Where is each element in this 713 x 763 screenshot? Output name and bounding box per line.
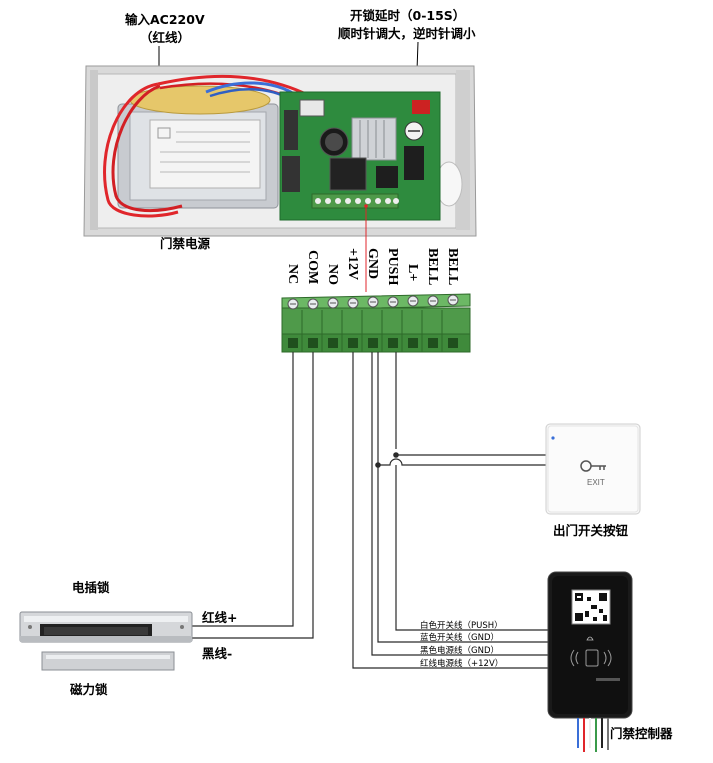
terminal-label-gnd: GND	[365, 248, 380, 279]
terminal-label-com: COM	[305, 250, 320, 284]
wire-label-gnd-blue: 蓝色开关线（GND）	[420, 632, 499, 643]
junction-gnd	[375, 462, 381, 468]
delay-sub-label: 顺时针调大，逆时针调小	[338, 26, 476, 41]
wire-gnd-controller-blue	[377, 352, 550, 643]
nfc-icon	[570, 649, 612, 667]
wire-label-gnd-black: 黑色电源线（GND）	[420, 645, 499, 656]
terminal-label-bell-1: BELL	[425, 248, 440, 285]
input-label: 输入AC220V	[125, 12, 205, 27]
terminal-label-bell-2: BELL	[445, 248, 460, 285]
wire-gnd-exit	[378, 458, 550, 466]
wire-nc-lock	[186, 352, 294, 627]
controller-caption: 门禁控制器	[610, 726, 673, 741]
terminal-labels: NC COM NO +12V GND PUSH L+ BELL BELL	[285, 248, 460, 285]
bell-icon	[586, 636, 594, 641]
exit-button-device: EXIT	[545, 423, 641, 515]
wire-12v-controller	[352, 352, 550, 669]
exit-caption: 出门开关按钮	[553, 523, 629, 538]
wire-label-12v: 红线电源线（+12V）	[420, 658, 503, 669]
terminal-label-l-plus: L+	[405, 264, 420, 281]
wire-label-push: 白色开关线（PUSH）	[420, 620, 503, 631]
terminal-label-12v: +12V	[345, 248, 360, 280]
exit-text: EXIT	[587, 478, 605, 487]
lock-bottom-caption: 磁力锁	[69, 682, 108, 697]
terminal-label-no: NO	[325, 264, 340, 285]
terminal-block	[281, 293, 471, 353]
input-sub-label: （红线）	[140, 30, 190, 45]
controller-wire-labels: 白色开关线（PUSH） 蓝色开关线（GND） 黑色电源线（GND） 红线电源线（…	[420, 620, 503, 669]
junction-push	[393, 452, 399, 458]
key-icon	[580, 460, 606, 472]
lock-top-caption: 电插锁	[72, 580, 110, 595]
red-wire-label: 红线+	[202, 610, 237, 625]
transformer-label-plate	[149, 119, 261, 189]
black-wire-label: 黑线-	[202, 646, 232, 661]
wire-push-controller	[395, 352, 550, 631]
delay-label: 开锁延时（0-15S）	[350, 8, 465, 23]
power-supply-unit	[83, 65, 477, 237]
terminal-label-push: PUSH	[385, 248, 400, 285]
wiring	[186, 352, 550, 669]
wire-gnd-controller-black	[371, 352, 550, 656]
access-controller-device	[547, 571, 633, 752]
magnetic-lock-device	[19, 611, 193, 671]
terminal-label-nc: NC	[285, 264, 300, 284]
psu-caption: 门禁电源	[160, 236, 211, 251]
wire-com-lock	[186, 352, 314, 639]
